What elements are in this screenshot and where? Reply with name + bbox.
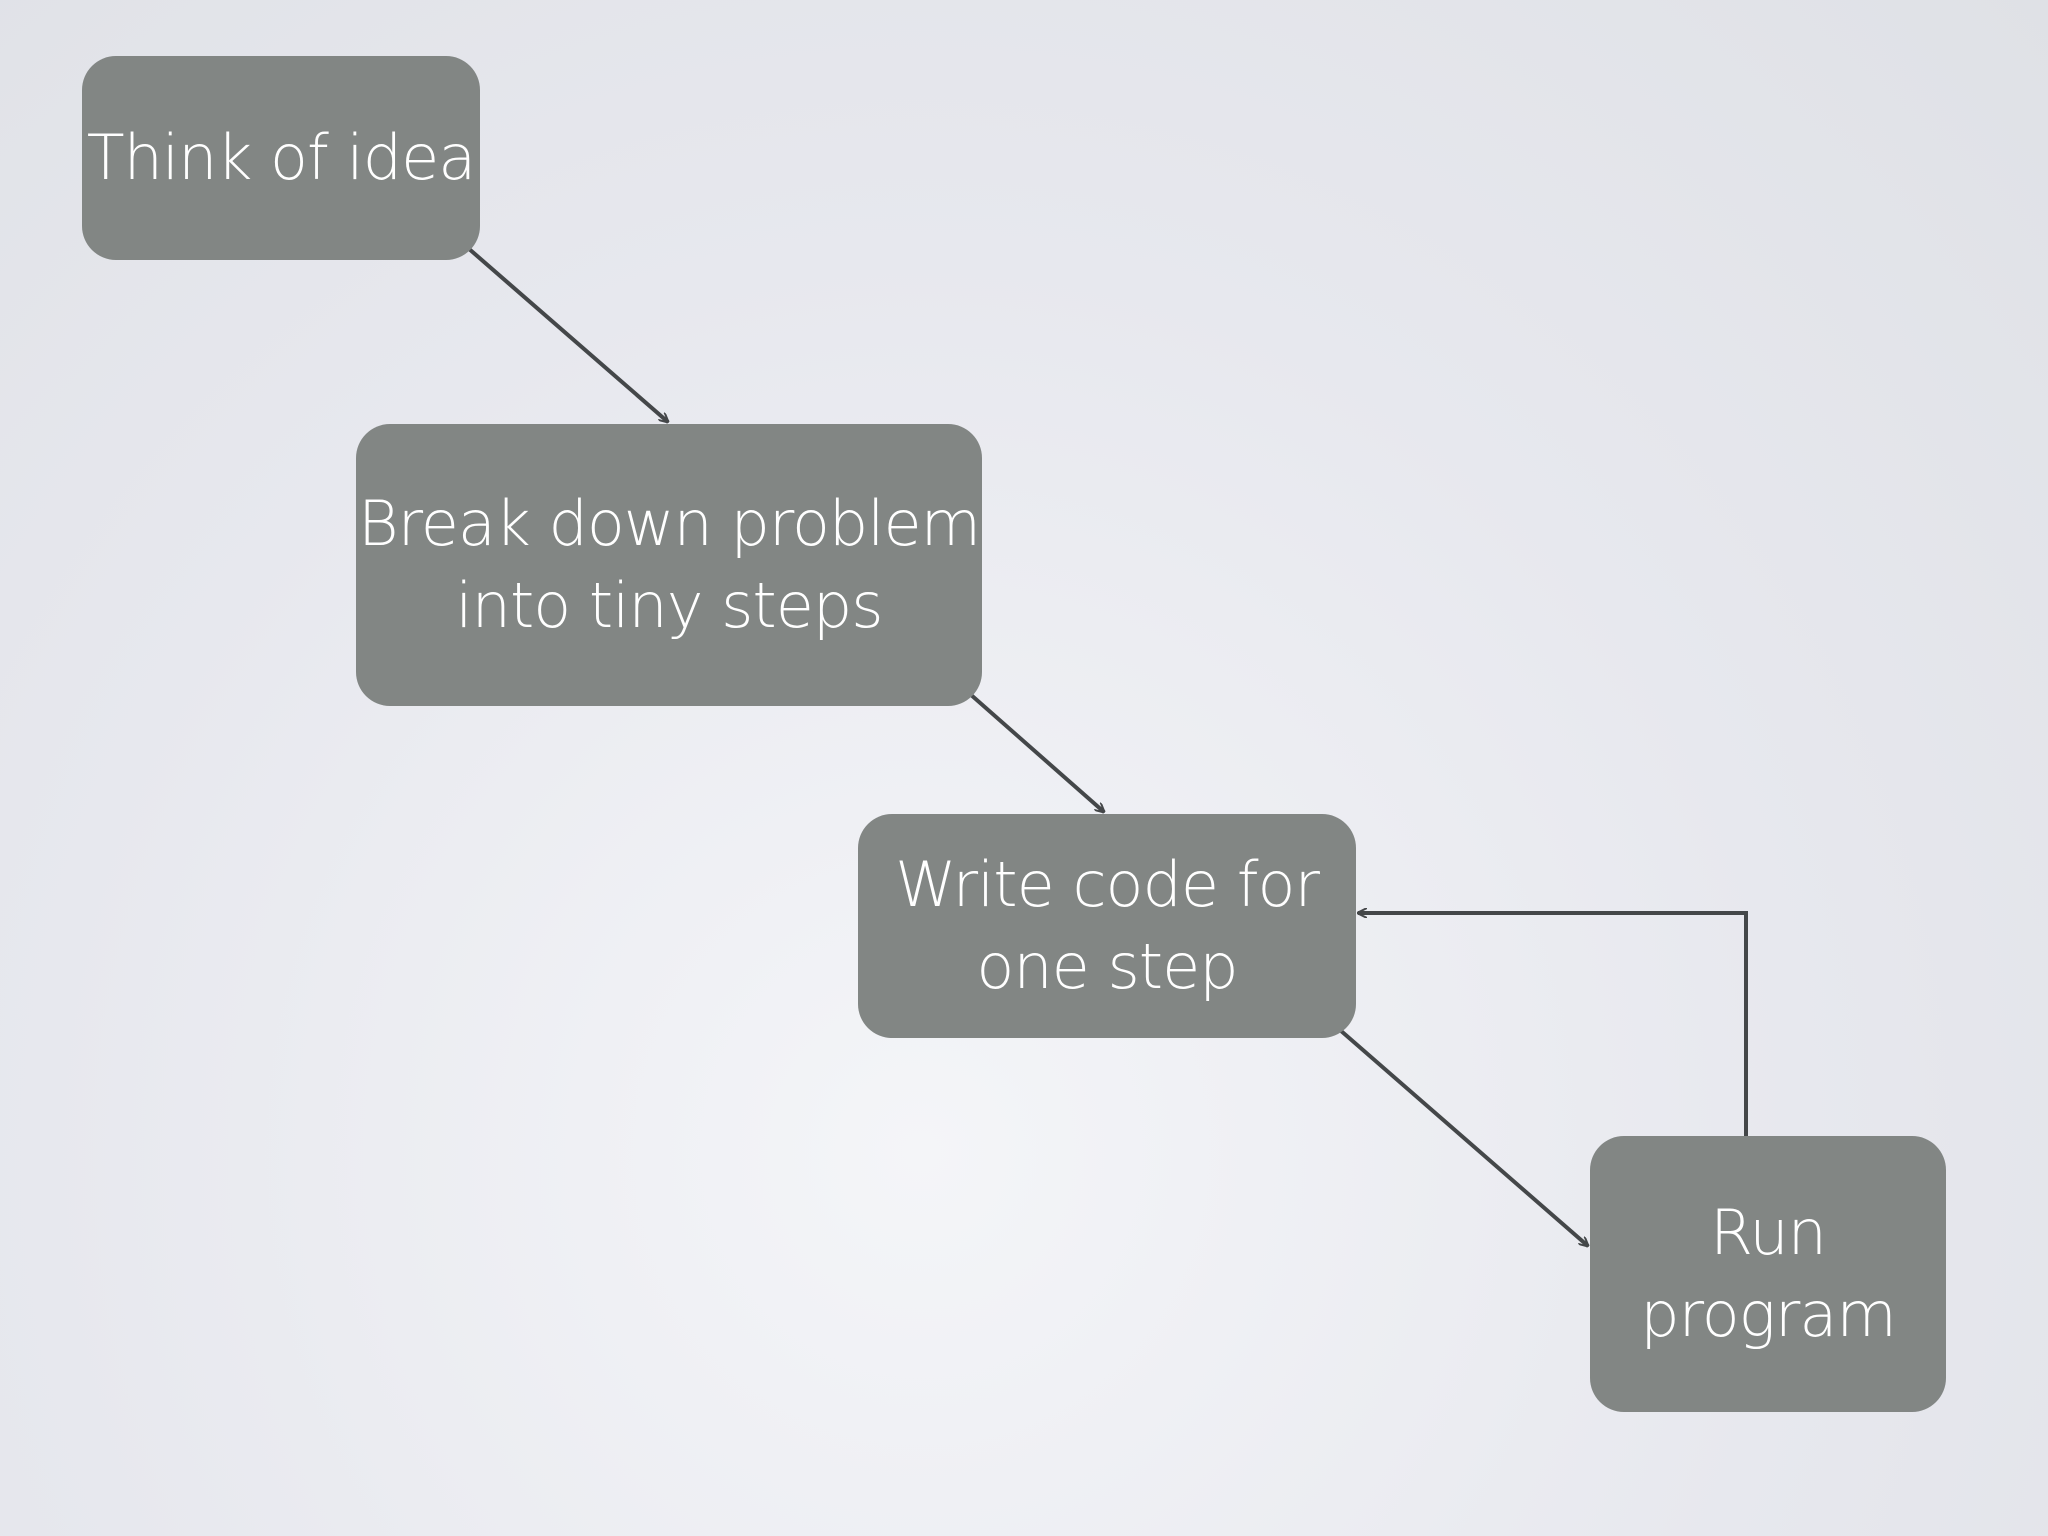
node-label: Think of idea xyxy=(86,121,476,194)
arrow-run-to-write xyxy=(1358,913,1748,1136)
arrow-think-to-break xyxy=(466,246,668,422)
node-write-code: Write code for one step xyxy=(858,814,1356,1038)
arrow-break-to-write xyxy=(968,692,1104,812)
node-label: Run program xyxy=(1640,1196,1897,1351)
node-label: Break down problem into tiny steps xyxy=(357,487,981,642)
node-label: Write code for one step xyxy=(895,848,1320,1003)
arrow-write-to-run xyxy=(1338,1028,1588,1246)
node-break-down-problem: Break down problem into tiny steps xyxy=(356,424,982,706)
node-think-of-idea: Think of idea xyxy=(82,56,480,260)
node-run-program: Run program xyxy=(1590,1136,1946,1412)
